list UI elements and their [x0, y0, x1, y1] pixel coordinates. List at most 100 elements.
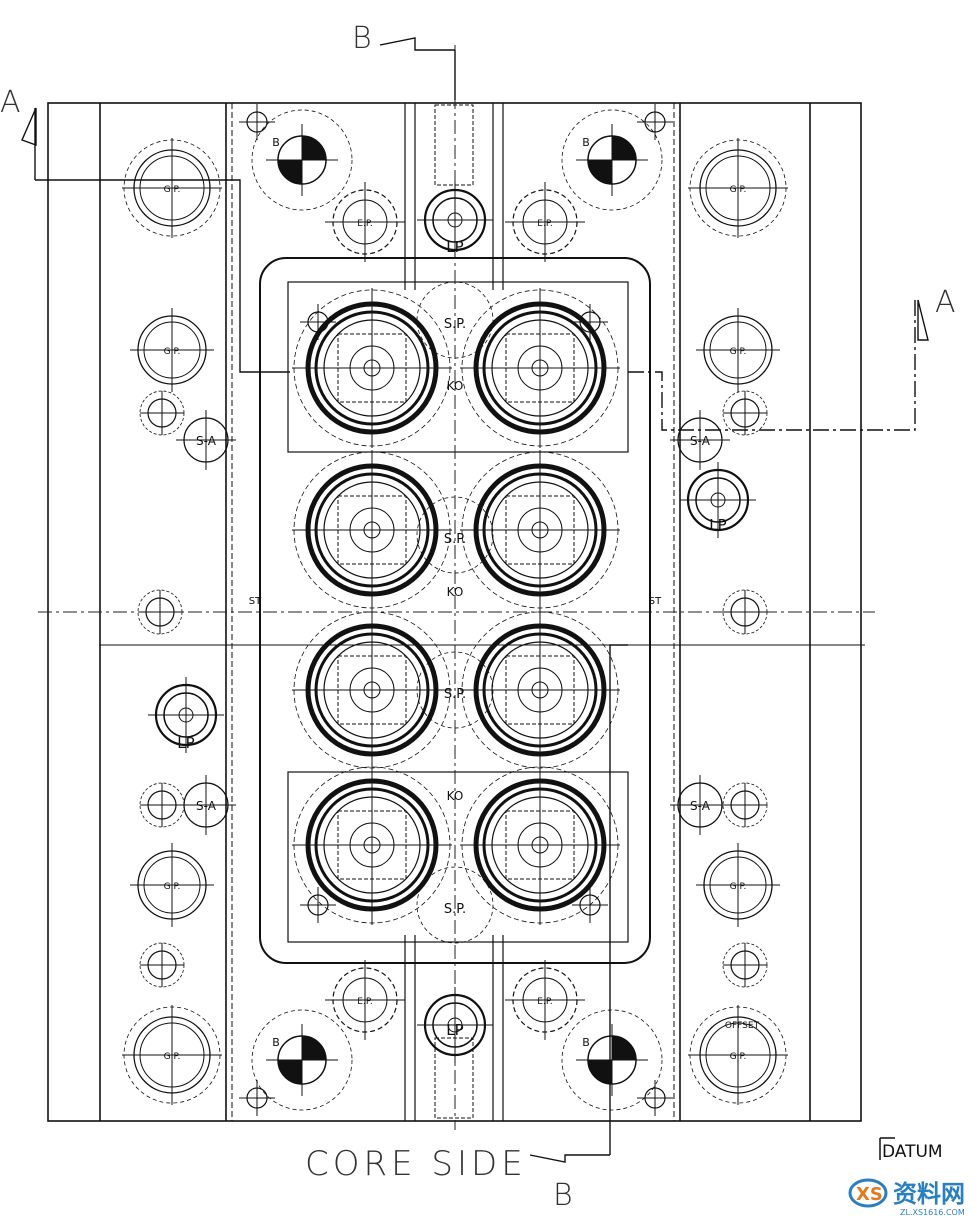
sa-label: S-A: [690, 434, 711, 448]
offset-label: OFFSET: [725, 1021, 760, 1031]
guide-pin: [688, 1005, 788, 1105]
gp-label: G.P.: [164, 347, 181, 357]
gp-label: G.P.: [730, 185, 747, 195]
guide-pin: [696, 843, 780, 927]
locating-pin-lp: [417, 182, 493, 258]
ko-label: KO: [447, 379, 464, 393]
screw-hole: [637, 1080, 673, 1116]
ejector-pin-ep: [505, 182, 585, 262]
support-pillar-sp: [416, 281, 494, 359]
locating-pin-lp: [680, 462, 756, 538]
ko-label: KO: [447, 789, 464, 803]
locating-pin-lp: [417, 987, 493, 1063]
watermark-url: ZL.XS1616.COM: [900, 1208, 965, 1217]
gp-label: G.P.: [730, 347, 747, 357]
gp-label: G.P.: [164, 882, 181, 892]
screw-hole: [637, 104, 673, 140]
cavity: [292, 765, 452, 925]
guide-pin: [130, 843, 214, 927]
guide-pin: [130, 308, 214, 392]
gp-label: G.P.: [730, 882, 747, 892]
small-pin: [722, 942, 768, 988]
return-pin-b: [561, 1009, 663, 1111]
cavity: [460, 610, 620, 770]
small-pin: [722, 782, 768, 828]
sa-label: S-A: [690, 799, 711, 813]
ep-label: E.P.: [357, 997, 372, 1007]
return-pin-b: [251, 109, 353, 211]
screw-hole: [239, 1080, 275, 1116]
b-label: B: [582, 136, 590, 149]
ejector-pin-ep: [505, 960, 585, 1040]
cavity: [460, 288, 620, 448]
small-pin: [139, 390, 185, 436]
st-label: ST: [249, 596, 262, 607]
watermark-brand: 资料网: [893, 1180, 965, 1208]
lp-label: LP: [177, 734, 194, 752]
ko-label: KO: [447, 585, 464, 599]
st-label: ST: [649, 596, 662, 607]
ejector-pin-ep: [325, 960, 405, 1040]
ep-label: E.P.: [537, 219, 552, 229]
ep-label: E.P.: [537, 997, 552, 1007]
drawing-title: CORE SIDE: [305, 1144, 527, 1184]
ep-label: E.P.: [357, 219, 372, 229]
small-pin: [137, 589, 183, 635]
cavity: [460, 450, 620, 610]
section-mark-a-right: A: [935, 285, 956, 320]
section-mark-a-left: A: [0, 85, 21, 120]
b-label: B: [272, 1036, 280, 1049]
sa-label: S-A: [196, 799, 217, 813]
support-component-group: [137, 104, 768, 1116]
support-pillar-sp: [416, 496, 494, 574]
b-label: B: [272, 136, 280, 149]
return-pin-b: [251, 1009, 353, 1111]
guide-pin: [688, 138, 788, 238]
sp-label: S.P.: [444, 317, 466, 332]
screw-hole: [300, 887, 336, 923]
lp-label: LP: [446, 238, 463, 256]
ejector-pin-ep: [325, 182, 405, 262]
cavity: [460, 765, 620, 925]
lp-label: LP: [709, 516, 726, 534]
datum-label: DATUM: [879, 1137, 943, 1162]
sp-label: S.P.: [444, 532, 466, 547]
gp-label: G.P.: [164, 185, 181, 195]
lp-label: LP: [446, 1021, 463, 1039]
stop-pin-sa: [670, 775, 730, 835]
screw-hole: [572, 887, 608, 923]
guide-pin: [122, 1005, 222, 1105]
gp-label: G.P.: [730, 1052, 747, 1062]
svg-text:XS: XS: [856, 1184, 883, 1205]
return-pin-b: [561, 109, 663, 211]
stop-pin-sa: [670, 410, 730, 470]
section-cut-lines: [21, 37, 929, 1163]
screw-hole: [572, 304, 608, 340]
svg-text:DATUM: DATUM: [882, 1142, 943, 1162]
small-pin: [139, 782, 185, 828]
sp-label: S.P.: [444, 687, 466, 702]
b-label: B: [582, 1036, 590, 1049]
section-mark-b-bottom: B: [553, 1178, 573, 1213]
small-pin: [722, 390, 768, 436]
sp-label: S.P.: [444, 902, 466, 917]
cavity: [292, 288, 452, 448]
stop-pin-sa: [176, 410, 236, 470]
section-mark-b-top: B: [352, 21, 372, 56]
small-pin: [722, 589, 768, 635]
gp-label: G.P.: [164, 1052, 181, 1062]
small-pin: [139, 942, 185, 988]
guide-pin: [122, 138, 222, 238]
cavity: [292, 450, 452, 610]
screw-hole: [300, 304, 336, 340]
screw-hole: [239, 104, 275, 140]
watermark-logo: XS 资料网 ZL.XS1616.COM: [848, 1178, 965, 1217]
locating-pin-lp: [148, 677, 224, 753]
cavity: [292, 610, 452, 770]
guide-pin: [696, 308, 780, 392]
guide-pin-group: [122, 138, 788, 1105]
sa-label: S-A: [196, 434, 217, 448]
text-labels: G.P. G.P. G.P. G.P. G.P. G.P. G.P. G.P. OFFSET S-…: [164, 136, 760, 1062]
cavity-array: [292, 288, 620, 925]
